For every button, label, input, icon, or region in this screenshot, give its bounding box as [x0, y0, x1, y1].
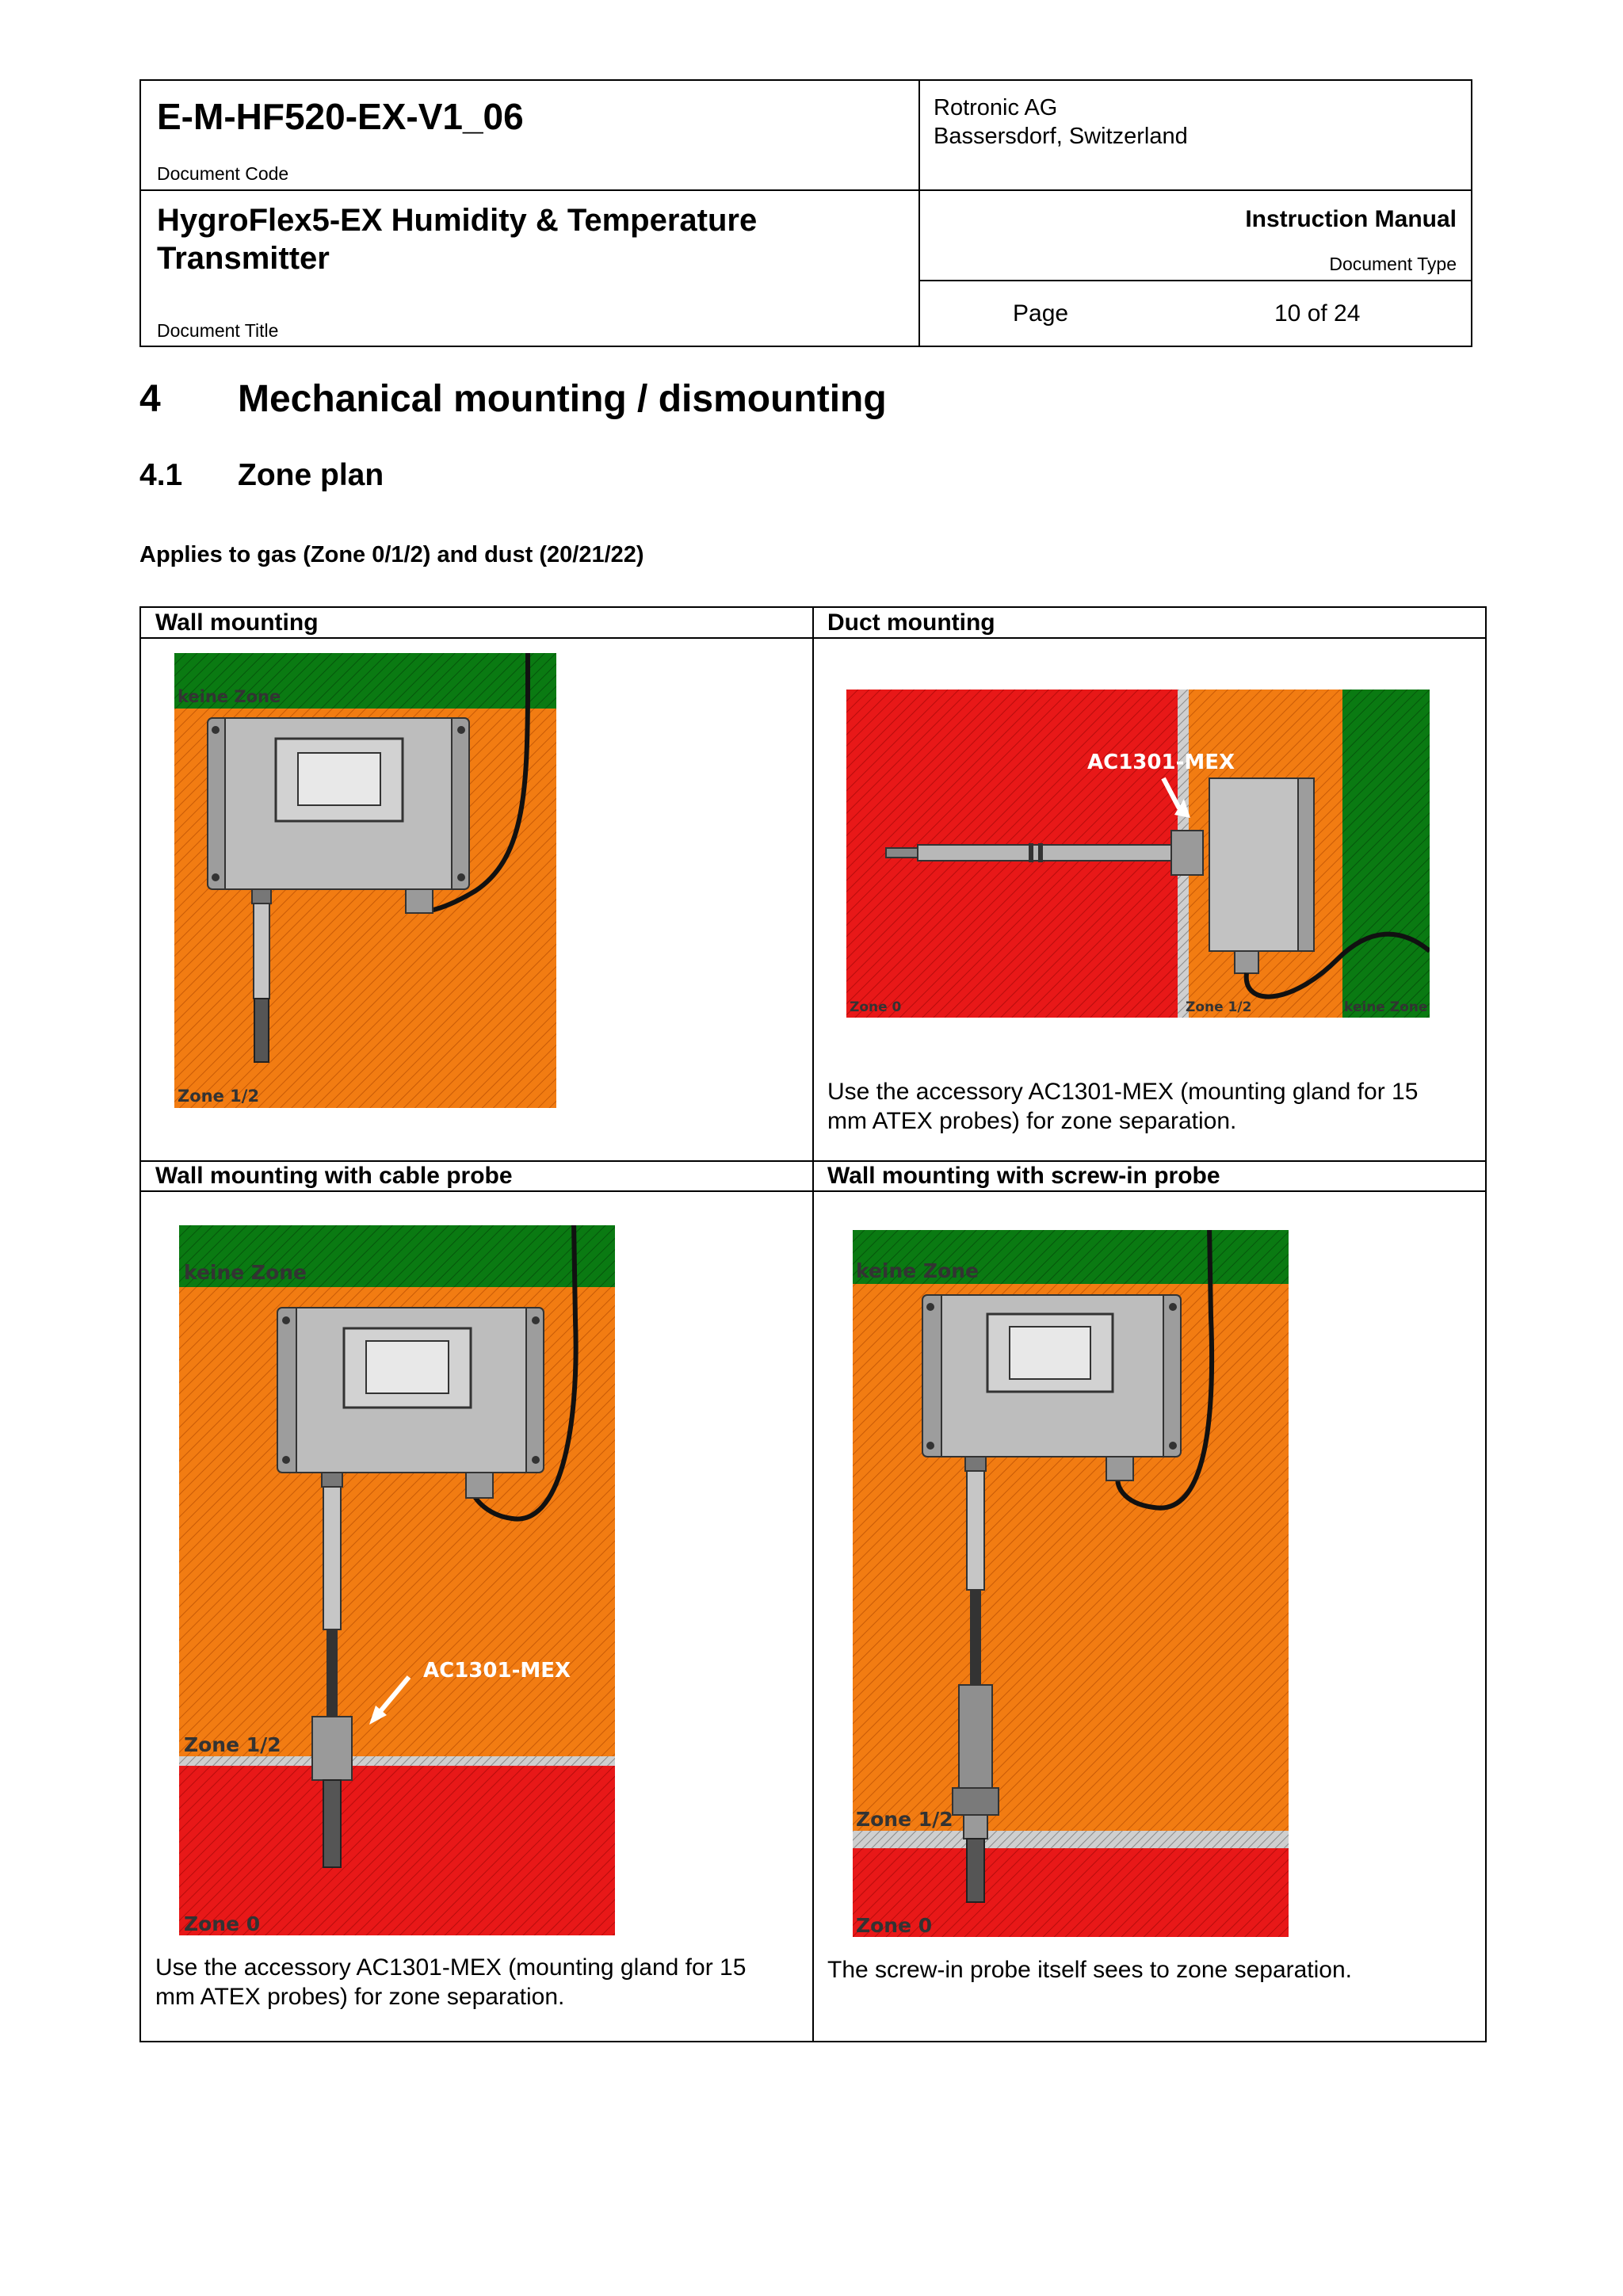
no-zone-area — [174, 653, 556, 709]
document-code-label: Document Code — [157, 163, 289, 184]
document-title-line2: Transmitter — [157, 241, 330, 276]
zone-separation — [853, 1831, 1289, 1848]
wall-mounting-header: Wall mounting — [155, 609, 319, 636]
probe — [885, 843, 1172, 862]
mounting-gland — [1170, 830, 1204, 876]
cable — [1115, 1230, 1215, 1511]
section-number: 4 — [139, 378, 161, 420]
zone-1-2-label: Zone 1/2 — [856, 1808, 953, 1831]
no-zone-label: keine Zone — [856, 1259, 979, 1282]
subsection-number: 4.1 — [139, 458, 183, 492]
cable-gland — [465, 1472, 494, 1499]
applies-note: Applies to gas (Zone 0/1/2) and dust (20… — [139, 542, 644, 567]
screw-probe-header: Wall mounting with screw-in probe — [827, 1163, 1220, 1189]
company-name: Rotronic AG — [934, 95, 1058, 120]
accessory-label: AC1301-MEX — [1087, 751, 1235, 774]
subsection-title: Zone plan — [238, 458, 384, 492]
cable-probe — [311, 1472, 353, 1868]
zone-separation — [179, 1756, 615, 1766]
no-zone-label: keine Zone — [184, 1261, 307, 1284]
page-number: 10 of 24 — [1274, 300, 1361, 327]
zone-0-area — [853, 1848, 1289, 1937]
cable-caption: Use the accessory AC1301-MEX (mounting g… — [155, 1954, 747, 2010]
section-title: Mechanical mounting / dismounting — [238, 378, 887, 420]
document-title: HygroFlex5-EX Humidity & Temperature Tra… — [157, 201, 757, 277]
accessory-arrow — [375, 1675, 411, 1717]
duct-caption: Use the accessory AC1301-MEX (mounting g… — [827, 1079, 1419, 1134]
document-type: Instruction Manual — [1245, 206, 1457, 232]
probe — [251, 888, 272, 1063]
section-heading: 4 Mechanical mounting / dismounting — [139, 377, 887, 421]
transmitter-housing — [922, 1294, 1182, 1457]
zone-plan-table: Wall mounting Duct mounting Wall mountin… — [139, 606, 1487, 2042]
zone-0-area — [179, 1766, 615, 1935]
document-code: E-M-HF520-EX-V1_06 — [157, 96, 524, 137]
screw-probe-figure: keine Zone Zone 1/2 Zone 0 — [853, 1230, 1289, 1937]
no-zone-area — [853, 1230, 1289, 1284]
transmitter-housing — [277, 1307, 544, 1473]
cable-gland — [1106, 1456, 1134, 1481]
accessory-arrow — [1161, 777, 1182, 810]
zone-1-2-label: Zone 1/2 — [178, 1087, 259, 1106]
company-info: Rotronic AG Bassersdorf, Switzerland — [934, 94, 1188, 151]
accessory-label: AC1301-MEX — [423, 1659, 571, 1683]
no-zone-label: keine Zone — [1344, 999, 1427, 1015]
cable-probe-header: Wall mounting with cable probe — [155, 1163, 513, 1189]
screw-in-probe — [952, 1456, 999, 1903]
cable-probe-figure: keine Zone Zone 1/2 Zone 0 AC1301-MEX — [179, 1225, 615, 1935]
no-zone-area — [179, 1225, 615, 1287]
company-location: Bassersdorf, Switzerland — [934, 124, 1188, 149]
duct-mounting-figure: Zone 0 Zone 1/2 keine Zone AC1301-MEX — [846, 690, 1430, 1018]
document-title-label: Document Title — [157, 320, 279, 341]
page-label: Page — [1013, 300, 1069, 327]
zone-0-label: Zone 0 — [850, 999, 902, 1015]
zone-1-2-label: Zone 1/2 — [1186, 999, 1251, 1015]
duct-mounting-header: Duct mounting — [827, 609, 995, 636]
cable-gland — [405, 888, 433, 914]
no-zone-label: keine Zone — [178, 687, 281, 706]
subsection-heading: 4.1 Zone plan — [139, 458, 384, 493]
transmitter-housing — [207, 717, 470, 890]
zone-1-2-label: Zone 1/2 — [184, 1733, 281, 1756]
document-header: E-M-HF520-EX-V1_06 Document Code Rotroni… — [139, 79, 1472, 347]
no-zone-area — [1342, 690, 1430, 1018]
wall-mounting-figure: keine Zone Zone 1/2 — [174, 653, 556, 1108]
zone-0-label: Zone 0 — [856, 1914, 932, 1937]
cable — [1243, 931, 1430, 999]
zone-0-label: Zone 0 — [184, 1912, 260, 1935]
screw-caption: The screw-in probe itself sees to zone s… — [827, 1957, 1353, 1983]
document-type-label: Document Type — [1329, 254, 1457, 274]
document-title-line1: HygroFlex5-EX Humidity & Temperature — [157, 203, 758, 238]
transmitter-housing — [1209, 777, 1315, 974]
